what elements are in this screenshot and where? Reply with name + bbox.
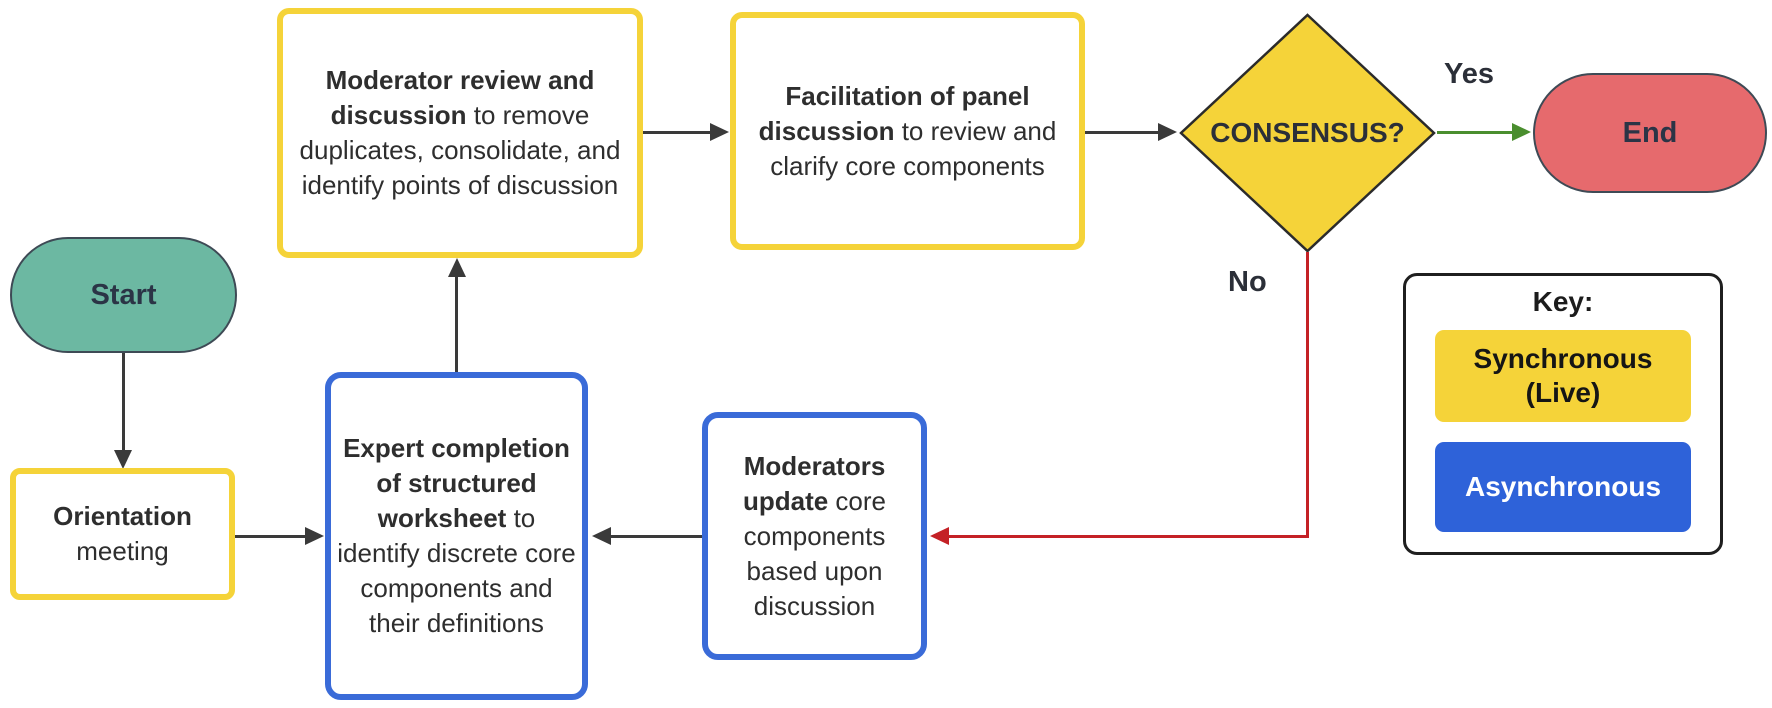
arrow-line [610,535,702,538]
node-expert-worksheet-text: Expert completion of structured workshee… [331,431,582,641]
node-expert-worksheet-rest: to identify discrete core components and… [337,503,576,638]
node-moderator-review-rest: to remove duplicates, consolidate, and i… [299,100,621,200]
arrowhead-left-icon [592,527,611,545]
arrow-line-red-vertical [1306,252,1309,538]
node-orientation-text: Orientation meeting [16,499,229,569]
node-start: Start [10,237,237,353]
arrowhead-left-red-icon [930,527,949,545]
arrow-line [643,131,712,134]
arrow-line [235,535,307,538]
key-item-synchronous: Synchronous (Live) [1435,330,1691,422]
key-title: Key: [1532,286,1594,317]
node-panel-discussion-bold: Facilitation of panel discussion [758,80,1030,146]
key-item-synchronous-label: Synchronous (Live) [1473,343,1653,408]
node-end-label: End [1622,116,1678,149]
node-moderators-update-bold: Moderators update [742,450,886,516]
node-orientation-meeting: Orientation meeting [10,468,235,600]
arrowhead-right-icon [1158,123,1177,141]
node-end: End [1533,73,1767,193]
consensus-diamond-shape [1179,13,1436,253]
consensus-diamond [1179,13,1436,253]
node-orientation-bold: Orientation [53,501,192,531]
arrow-line-green [1437,131,1514,134]
node-moderator-review-text: Moderator review and discussion to remov… [283,63,637,203]
node-panel-discussion-text: Facilitation of panel discussion to revi… [736,79,1079,184]
node-expert-worksheet-bold: Expert completion of structured workshee… [343,433,570,533]
key-legend: Key: Synchronous (Live) Asynchronous [1403,273,1723,555]
node-panel-discussion-rest: to review and clarify core components [770,115,1057,181]
node-moderator-review: Moderator review and discussion to remov… [277,8,643,258]
edge-label-yes: Yes [1444,58,1494,90]
edge-label-no: No [1228,266,1267,298]
node-moderators-update-rest: core components based upon discussion [743,485,887,621]
arrowhead-right-icon [710,123,729,141]
arrow-line [122,353,125,452]
node-panel-discussion: Facilitation of panel discussion to revi… [730,12,1085,250]
arrowhead-right-green-icon [1512,123,1531,141]
node-orientation-rest: meeting [76,536,169,566]
arrow-line-red-horizontal [949,535,1309,538]
key-item-asynchronous-label: Asynchronous [1464,471,1662,502]
arrow-line [1085,131,1160,134]
key-item-asynchronous: Asynchronous [1435,442,1691,532]
arrow-line [455,275,458,372]
arrowhead-right-icon [305,527,324,545]
node-moderator-review-bold: Moderator review and discussion [325,65,595,130]
arrowhead-down-icon [114,450,132,469]
node-expert-worksheet: Expert completion of structured workshee… [325,372,588,700]
arrowhead-up-icon [448,258,466,277]
node-consensus-label: CONSENSUS? [1210,117,1405,148]
node-moderators-update-text: Moderators update core components based … [708,449,921,624]
node-moderators-update: Moderators update core components based … [702,412,927,660]
node-start-label: Start [90,278,157,311]
